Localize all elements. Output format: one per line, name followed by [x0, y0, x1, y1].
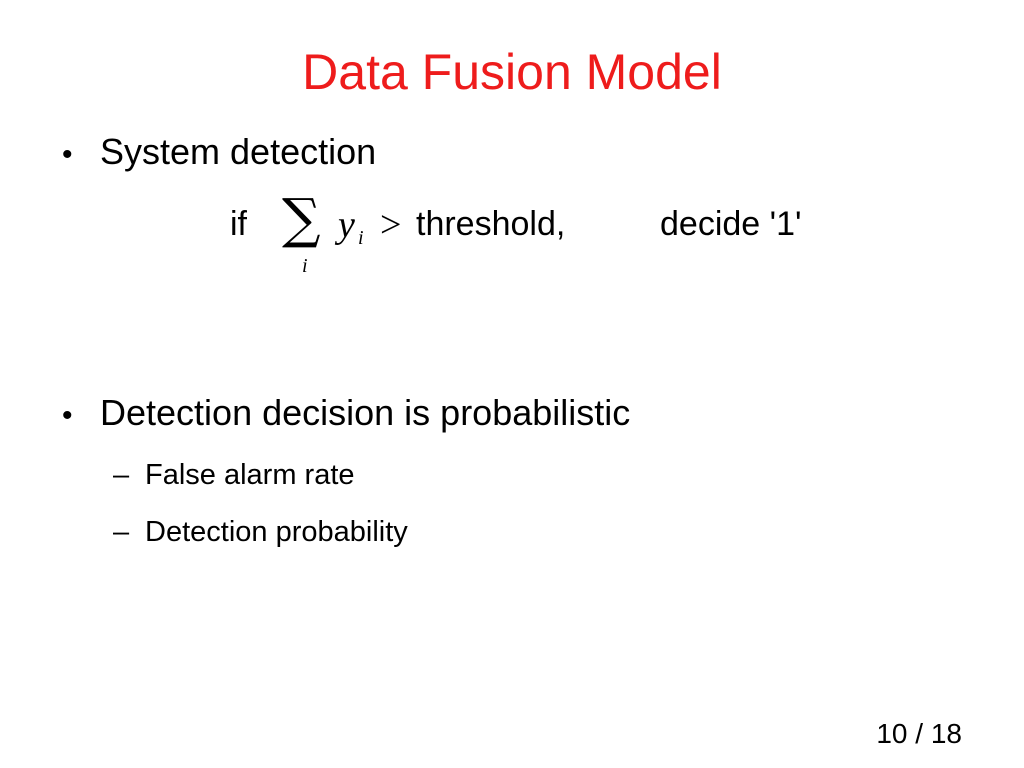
- sub-bullet-marker: –: [113, 459, 130, 491]
- formula-if: if: [230, 205, 247, 243]
- sub-bullet-false-alarm-rate: – False alarm rate: [113, 457, 355, 493]
- sub-bullet-text: False alarm rate: [145, 459, 355, 491]
- bullet-text: System detection: [100, 131, 377, 172]
- bullet-marker: •: [62, 138, 73, 171]
- sub-bullet-detection-probability: – Detection probability: [113, 514, 408, 550]
- page-number: 10 / 18: [876, 718, 962, 749]
- formula-decision: decide '1': [660, 205, 802, 243]
- bullet-text: Detection decision is probabilistic: [100, 392, 631, 433]
- sub-bullet-text: Detection probability: [145, 516, 408, 548]
- slide-title: Data Fusion Model: [302, 44, 722, 100]
- formula-threshold: threshold,: [416, 205, 566, 243]
- bullet-detection-decision: • Detection decision is probabilistic: [62, 391, 630, 438]
- sub-bullet-marker: –: [113, 516, 130, 548]
- bullet-marker: •: [62, 399, 73, 432]
- bullet-system-detection: • System detection: [62, 130, 376, 177]
- summation-symbol: ∑: [282, 187, 321, 250]
- formula-operator: >: [380, 204, 402, 246]
- formula-variable-subscript: i: [358, 227, 364, 249]
- formula-variable: y: [338, 204, 355, 246]
- detection-formula: if ∑ i y i > threshold, decide '1': [230, 189, 850, 295]
- summation-index: i: [302, 255, 308, 277]
